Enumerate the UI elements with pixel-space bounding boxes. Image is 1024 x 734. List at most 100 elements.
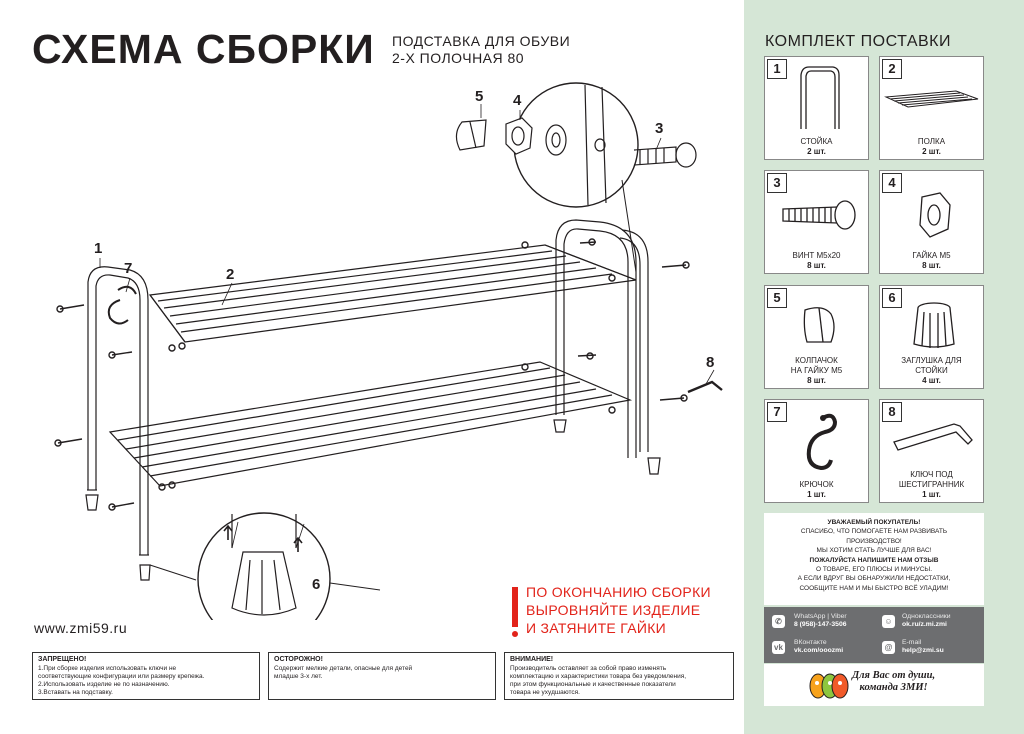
whatsapp-icon: ✆ [772, 615, 785, 628]
bolt-part [633, 142, 697, 168]
callout-4: 4 [513, 92, 522, 109]
contact-whatsapp-label: WhatsApp | Viber [794, 613, 847, 620]
screw-icon [782, 200, 856, 230]
contact-email-value: help@zmi.su [902, 647, 944, 654]
slogan-line2: команда ЗМИ! [859, 682, 928, 693]
callout-5: 5 [475, 88, 484, 105]
kit-item-post-plug: 6 ЗАГЛУШКА ДЛЯ СТОЙКИ 4 шт. [879, 285, 984, 389]
kit-title: КОМПЛЕКТ ПОСТАВКИ [765, 33, 951, 50]
kit-item-name-line2: ШЕСТИГРАННИК [898, 480, 965, 489]
contact-email-label: E-mail [902, 639, 922, 646]
slogan-line1: Для Вас от души, [852, 670, 936, 681]
kit-item-name: ЗАГЛУШКА ДЛЯ [901, 356, 962, 365]
warning-caution-line1: Содержит мелкие детали, опасные для дете… [274, 665, 413, 672]
product-subtitle-line1: ПОДСТАВКА ДЛЯ ОБУВИ [392, 33, 571, 49]
kit-item-name-line2: СТОЙКИ [915, 366, 948, 375]
lower-shelf [108, 361, 633, 487]
warning-forbidden-line2: соответствующие конфигурации или размеру… [38, 673, 205, 680]
kit-item-nut-cap: 5 КОЛПАЧОК НА ГАЙКУ М5 8 шт. [764, 285, 869, 389]
warning-caution: ОСТОРОЖНО! Содержит мелкие детали, опасн… [268, 652, 496, 700]
kit-item-name: СТОЙКА [800, 137, 833, 146]
feedback-line5: ПОЖАЛУЙСТА НАПИШИТЕ НАМ ОТЗЫВ [809, 556, 939, 564]
post-end-caps [85, 419, 661, 581]
callout-1: 1 [94, 240, 103, 257]
slogan: Для Вас от души, команда ЗМИ! [852, 670, 935, 694]
kit-item-name: КОЛПАЧОК [795, 356, 838, 365]
upper-shelf [148, 244, 637, 343]
kit-item-name: КРЮЧОК [799, 480, 834, 489]
hex-key-icon [893, 423, 973, 451]
callout-6: 6 [312, 576, 321, 593]
warning-caution-line2: младше 3-х лет. [274, 673, 323, 680]
kit-item-name: ГАЙКА М5 [912, 251, 951, 260]
kit-item-name: ВИНТ М5х20 [792, 251, 841, 260]
contact-ok[interactable]: Одноклассники ok.ru/z.mi.zmi [902, 613, 951, 629]
kit-item-qty: 4 шт. [922, 376, 941, 385]
kit-item-number: 2 [882, 59, 902, 79]
kit-item-number: 1 [767, 59, 787, 79]
page-title: СХЕМА СБОРКИ [32, 26, 375, 72]
warning-forbidden-line1: 1.При сборке изделия использовать ключи … [38, 665, 177, 672]
exclamation-dot-icon [512, 631, 518, 637]
kit-item-shelf: 2 ПОЛКА 2 шт. [879, 56, 984, 160]
callout-3: 3 [655, 120, 664, 137]
contact-vk-value: vk.com/ooozmi [794, 647, 844, 654]
shelf-icon [884, 90, 979, 108]
callout-2: 2 [226, 266, 235, 283]
kit-item-number: 6 [882, 288, 902, 308]
feedback-box: УВАЖАЕМЫЙ ПОКУПАТЕЛЬ! СПАСИБО, ЧТО ПОМОГ… [764, 513, 984, 605]
feedback-line3: ПРОИЗВОДСТВО! [846, 537, 902, 545]
callout-7: 7 [124, 260, 133, 277]
kit-item-number: 5 [767, 288, 787, 308]
kit-item-qty: 2 шт. [807, 147, 826, 156]
kit-item-qty: 8 шт. [807, 376, 826, 385]
kit-item-number: 7 [767, 402, 787, 422]
exclamation-bar-icon [512, 587, 518, 627]
cap-detail-circle [149, 512, 381, 620]
final-note-line2: ВЫРОВНЯЙТЕ ИЗДЕЛИЕ [526, 602, 701, 618]
post-plug-icon [913, 302, 955, 348]
final-note-line3: И ЗАТЯНИТЕ ГАЙКИ [526, 620, 667, 636]
mascot-footer: Для Вас от души, команда ЗМИ! [764, 664, 984, 706]
kit-item-name-line2: НА ГАЙКУ М5 [790, 366, 843, 375]
warning-attention-line3: при этом функциональные и качественные п… [510, 681, 676, 688]
website-link[interactable]: www.zmi59.ru [34, 620, 128, 636]
warning-attention-title: ВНИМАНИЕ! [510, 656, 554, 663]
kit-item-name: ПОЛКА [917, 137, 946, 146]
warning-caution-title: ОСТОРОЖНО! [274, 656, 323, 663]
right-post [555, 219, 649, 458]
screws-right [521, 238, 690, 414]
kit-item-qty: 8 шт. [807, 261, 826, 270]
bolt-detail-circle [513, 82, 639, 273]
warning-forbidden: ЗАПРЕЩЕНО! 1.При сборке изделия использо… [32, 652, 260, 700]
warning-attention: ВНИМАНИЕ! Производитель оставляет за соб… [504, 652, 734, 700]
kit-item-qty: 1 шт. [922, 490, 941, 499]
feedback-line2: СПАСИБО, ЧТО ПОМОГАЕТЕ НАМ РАЗВИВАТЬ [800, 528, 948, 536]
kit-item-nut: 4 ГАЙКА М5 8 шт. [879, 170, 984, 274]
product-subtitle-line2: 2-Х ПОЛОЧНАЯ 80 [392, 50, 525, 66]
assembly-drawing [54, 82, 723, 620]
nut-icon [919, 192, 951, 238]
kit-item-hook: 7 КРЮЧОК 1 шт. [764, 399, 869, 503]
cap-part [455, 119, 487, 151]
contact-email[interactable]: E-mail help@zmi.su [902, 639, 944, 655]
kit-item-screw: 3 ВИНТ М5х20 8 шт. [764, 170, 869, 274]
contact-vk[interactable]: ВКонтакте vk.com/ooozmi [794, 639, 843, 655]
hook-part [107, 285, 137, 325]
contact-ok-value: ok.ru/z.mi.zmi [902, 621, 947, 628]
kit-item-qty: 2 шт. [922, 147, 941, 156]
hex-key-part [687, 380, 723, 394]
kit-item-number: 3 [767, 173, 787, 193]
left-post [87, 266, 149, 556]
warning-forbidden-line4: 3.Вставать на подставку. [38, 689, 113, 696]
mascot-icon [809, 673, 849, 699]
screws-left [54, 304, 186, 511]
contact-whatsapp[interactable]: WhatsApp | Viber 8 (958)-147-3506 [794, 613, 847, 629]
warning-attention-line4: товара не ухудшаются. [510, 689, 580, 696]
kit-item-qty: 1 шт. [807, 490, 826, 499]
warning-forbidden-line3: 2.Использовать изделие не по назначению. [38, 681, 170, 688]
contacts-box: ✆ WhatsApp | Viber 8 (958)-147-3506 ☺ Од… [764, 607, 984, 663]
feedback-line7: А ЕСЛИ ВДРУГ ВЫ ОБНАРУЖИЛИ НЕДОСТАТКИ, [797, 575, 951, 583]
kit-item-name: КЛЮЧ ПОД [910, 470, 953, 479]
hook-icon [806, 413, 838, 471]
